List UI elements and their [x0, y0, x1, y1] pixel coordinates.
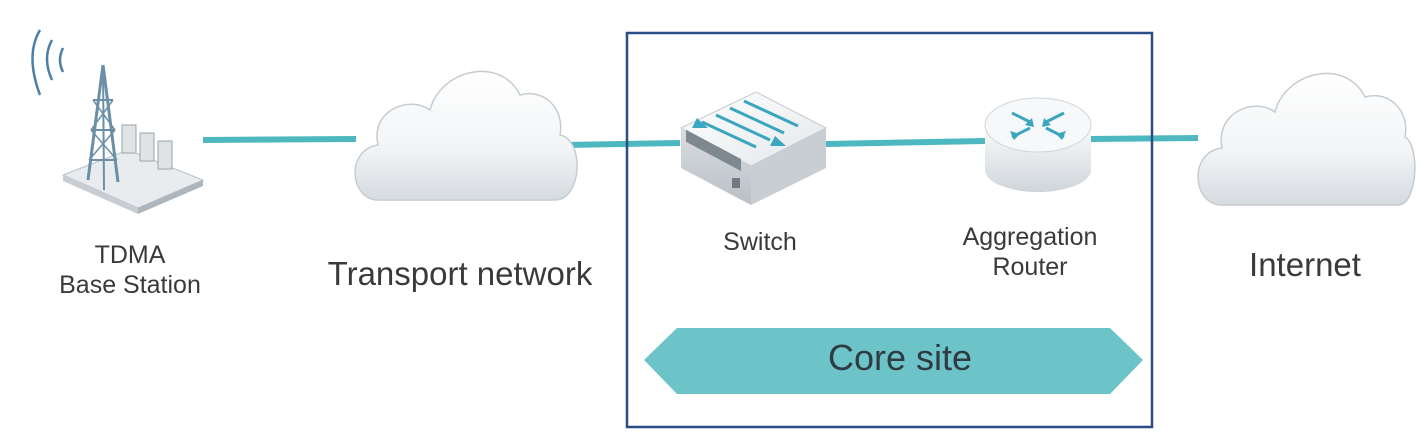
link-switch-router — [825, 138, 986, 147]
cell-tower-icon — [31, 29, 205, 214]
internet-cloud-icon — [1197, 72, 1416, 206]
switch-label: Switch — [723, 228, 797, 256]
transport-network-label: Transport network — [327, 255, 593, 292]
link-tower-transport — [202, 136, 357, 143]
link-router-internet — [1089, 135, 1199, 142]
core-site-label: Core site — [827, 337, 973, 378]
router-label-line1: Aggregation — [962, 223, 1098, 251]
base-station-label-line2: Base Station — [59, 271, 201, 299]
base-station-label: TDMA Base Station — [40, 240, 220, 300]
internet-label: Internet — [1249, 246, 1361, 283]
router-icon — [984, 97, 1092, 192]
link-transport-switch — [565, 140, 681, 148]
links — [202, 135, 1199, 148]
router-label-line2: Router — [992, 253, 1068, 281]
core-site-frame — [625, 31, 1154, 429]
base-station-label-line1: TDMA — [94, 241, 166, 269]
core-site-banner — [644, 328, 1143, 394]
switch-icon — [679, 91, 828, 205]
transport-cloud-icon — [354, 70, 578, 201]
router-label: Aggregation Router — [940, 222, 1120, 282]
